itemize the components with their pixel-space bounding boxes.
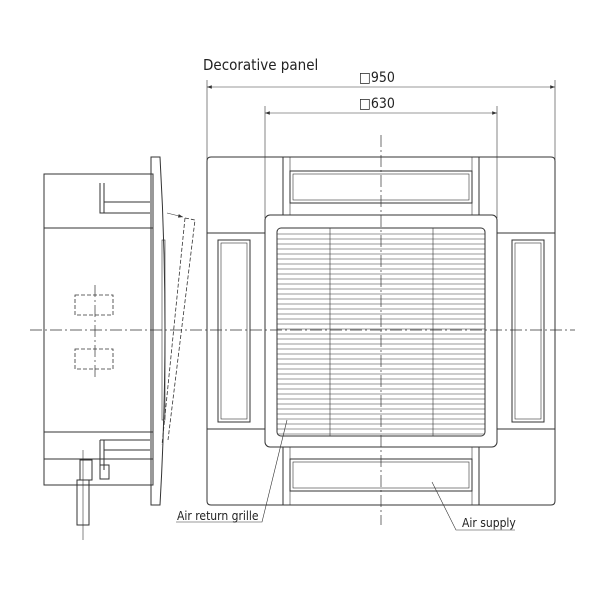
leader-air-return [176, 419, 288, 523]
air-return-grille-label: Air return grille [177, 509, 259, 523]
dimension-950 [206, 80, 556, 160]
outer-dimension-label: □950 [359, 70, 395, 86]
side-view [43, 156, 196, 540]
decorative-panel-label: Decorative panel [203, 56, 318, 74]
decorative-panel-front [206, 135, 556, 525]
air-supply-label: Air supply [462, 516, 516, 530]
inner-dimension-label: □630 [359, 96, 395, 112]
leader-air-supply [431, 481, 515, 531]
air-supply-vent-left [217, 239, 251, 423]
dimension-630 [264, 106, 498, 218]
air-supply-vent-right [511, 239, 545, 423]
